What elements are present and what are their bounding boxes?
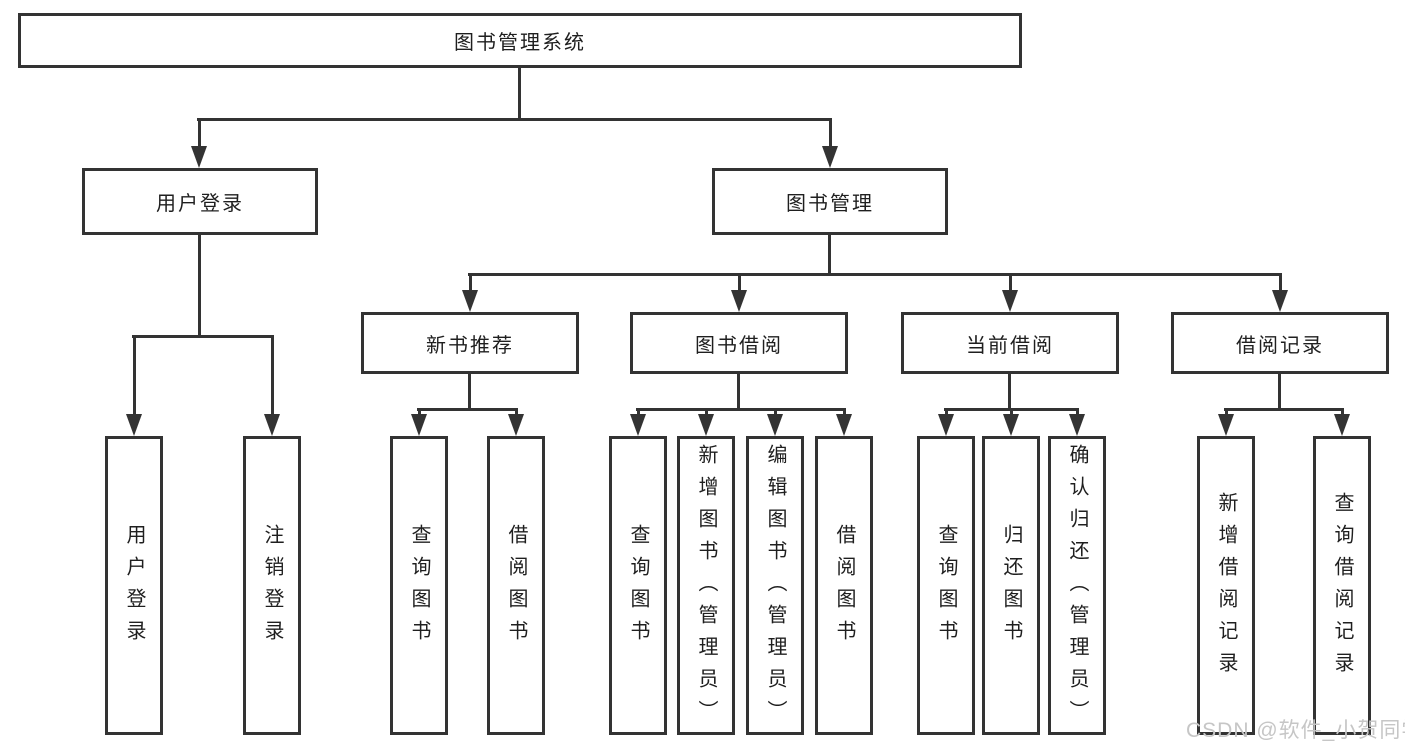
connector-book-borrowing-branch: [636, 408, 846, 411]
connector-new-book-stem: [468, 371, 471, 411]
arrow-to-cb-confirm: [1069, 408, 1085, 436]
leaf-bb-add-books-admin: 新增图书（管理员）: [677, 436, 735, 735]
arrow-to-borrowing-records: [1272, 273, 1288, 312]
csdn-watermark: CSDN @软件_小贺同学: [1186, 719, 1405, 742]
leaf-cb-query-books: 查询图书: [917, 436, 975, 735]
connector-borrowing-records-branch: [1224, 408, 1344, 411]
arrow-to-bb-borrow: [836, 408, 852, 436]
arrow-to-nb-query: [411, 408, 427, 436]
connector-level2-branch: [197, 118, 832, 121]
leaf-cb-confirm-return-admin: 确认归还（管理员）: [1048, 436, 1106, 735]
arrow-to-book-borrowing: [731, 273, 747, 312]
arrow-to-br-add: [1218, 408, 1234, 436]
arrow-to-bb-edit: [767, 408, 783, 436]
node-current-borrowing: 当前借阅: [901, 312, 1119, 374]
connector-borrowing-records-stem: [1278, 371, 1281, 411]
node-new-book-recommendation: 新书推荐: [361, 312, 579, 374]
node-book-management: 图书管理: [712, 168, 948, 235]
arrow-to-br-query: [1334, 408, 1350, 436]
arrow-to-cb-return: [1003, 408, 1019, 436]
arrow-to-logout-leaf: [264, 335, 280, 436]
leaf-nb-query-books: 查询图书: [390, 436, 448, 735]
arrow-to-nb-borrow: [508, 408, 524, 436]
arrow-to-book-management: [822, 118, 838, 168]
leaf-bb-edit-books-admin: 编辑图书（管理员）: [746, 436, 804, 735]
connector-level3-branch: [468, 273, 1282, 276]
connector-current-borrowing-stem: [1008, 371, 1011, 411]
arrow-to-current-borrowing: [1002, 273, 1018, 312]
leaf-bb-query-books: 查询图书: [609, 436, 667, 735]
leaf-cb-return-books: 归还图书: [982, 436, 1040, 735]
connector-user-login-branch: [132, 335, 274, 338]
arrow-to-bb-add: [698, 408, 714, 436]
leaf-br-add-record: 新增借阅记录: [1197, 436, 1255, 735]
leaf-bb-borrow-books: 借阅图书: [815, 436, 873, 735]
leaf-user-login: 用户登录: [105, 436, 163, 735]
node-book-borrowing: 图书借阅: [630, 312, 848, 374]
arrow-to-user-login: [191, 118, 207, 168]
node-user-login: 用户登录: [82, 168, 318, 235]
arrow-to-bb-query: [630, 408, 646, 436]
node-library-management-system: 图书管理系统: [18, 13, 1022, 68]
arrow-to-new-book-recommendation: [462, 273, 478, 312]
connector-book-management-stem: [828, 233, 831, 275]
leaf-nb-borrow-books: 借阅图书: [487, 436, 545, 735]
arrow-to-cb-query: [938, 408, 954, 436]
connector-new-book-branch: [417, 408, 518, 411]
leaf-br-query-record: 查询借阅记录: [1313, 436, 1371, 735]
node-borrowing-records: 借阅记录: [1171, 312, 1389, 374]
connector-book-borrowing-stem: [737, 371, 740, 411]
arrow-to-user-login-leaf: [126, 335, 142, 436]
connector-root-stem: [518, 68, 521, 118]
connector-user-login-stem: [198, 233, 201, 335]
leaf-logout-login: 注销登录: [243, 436, 301, 735]
